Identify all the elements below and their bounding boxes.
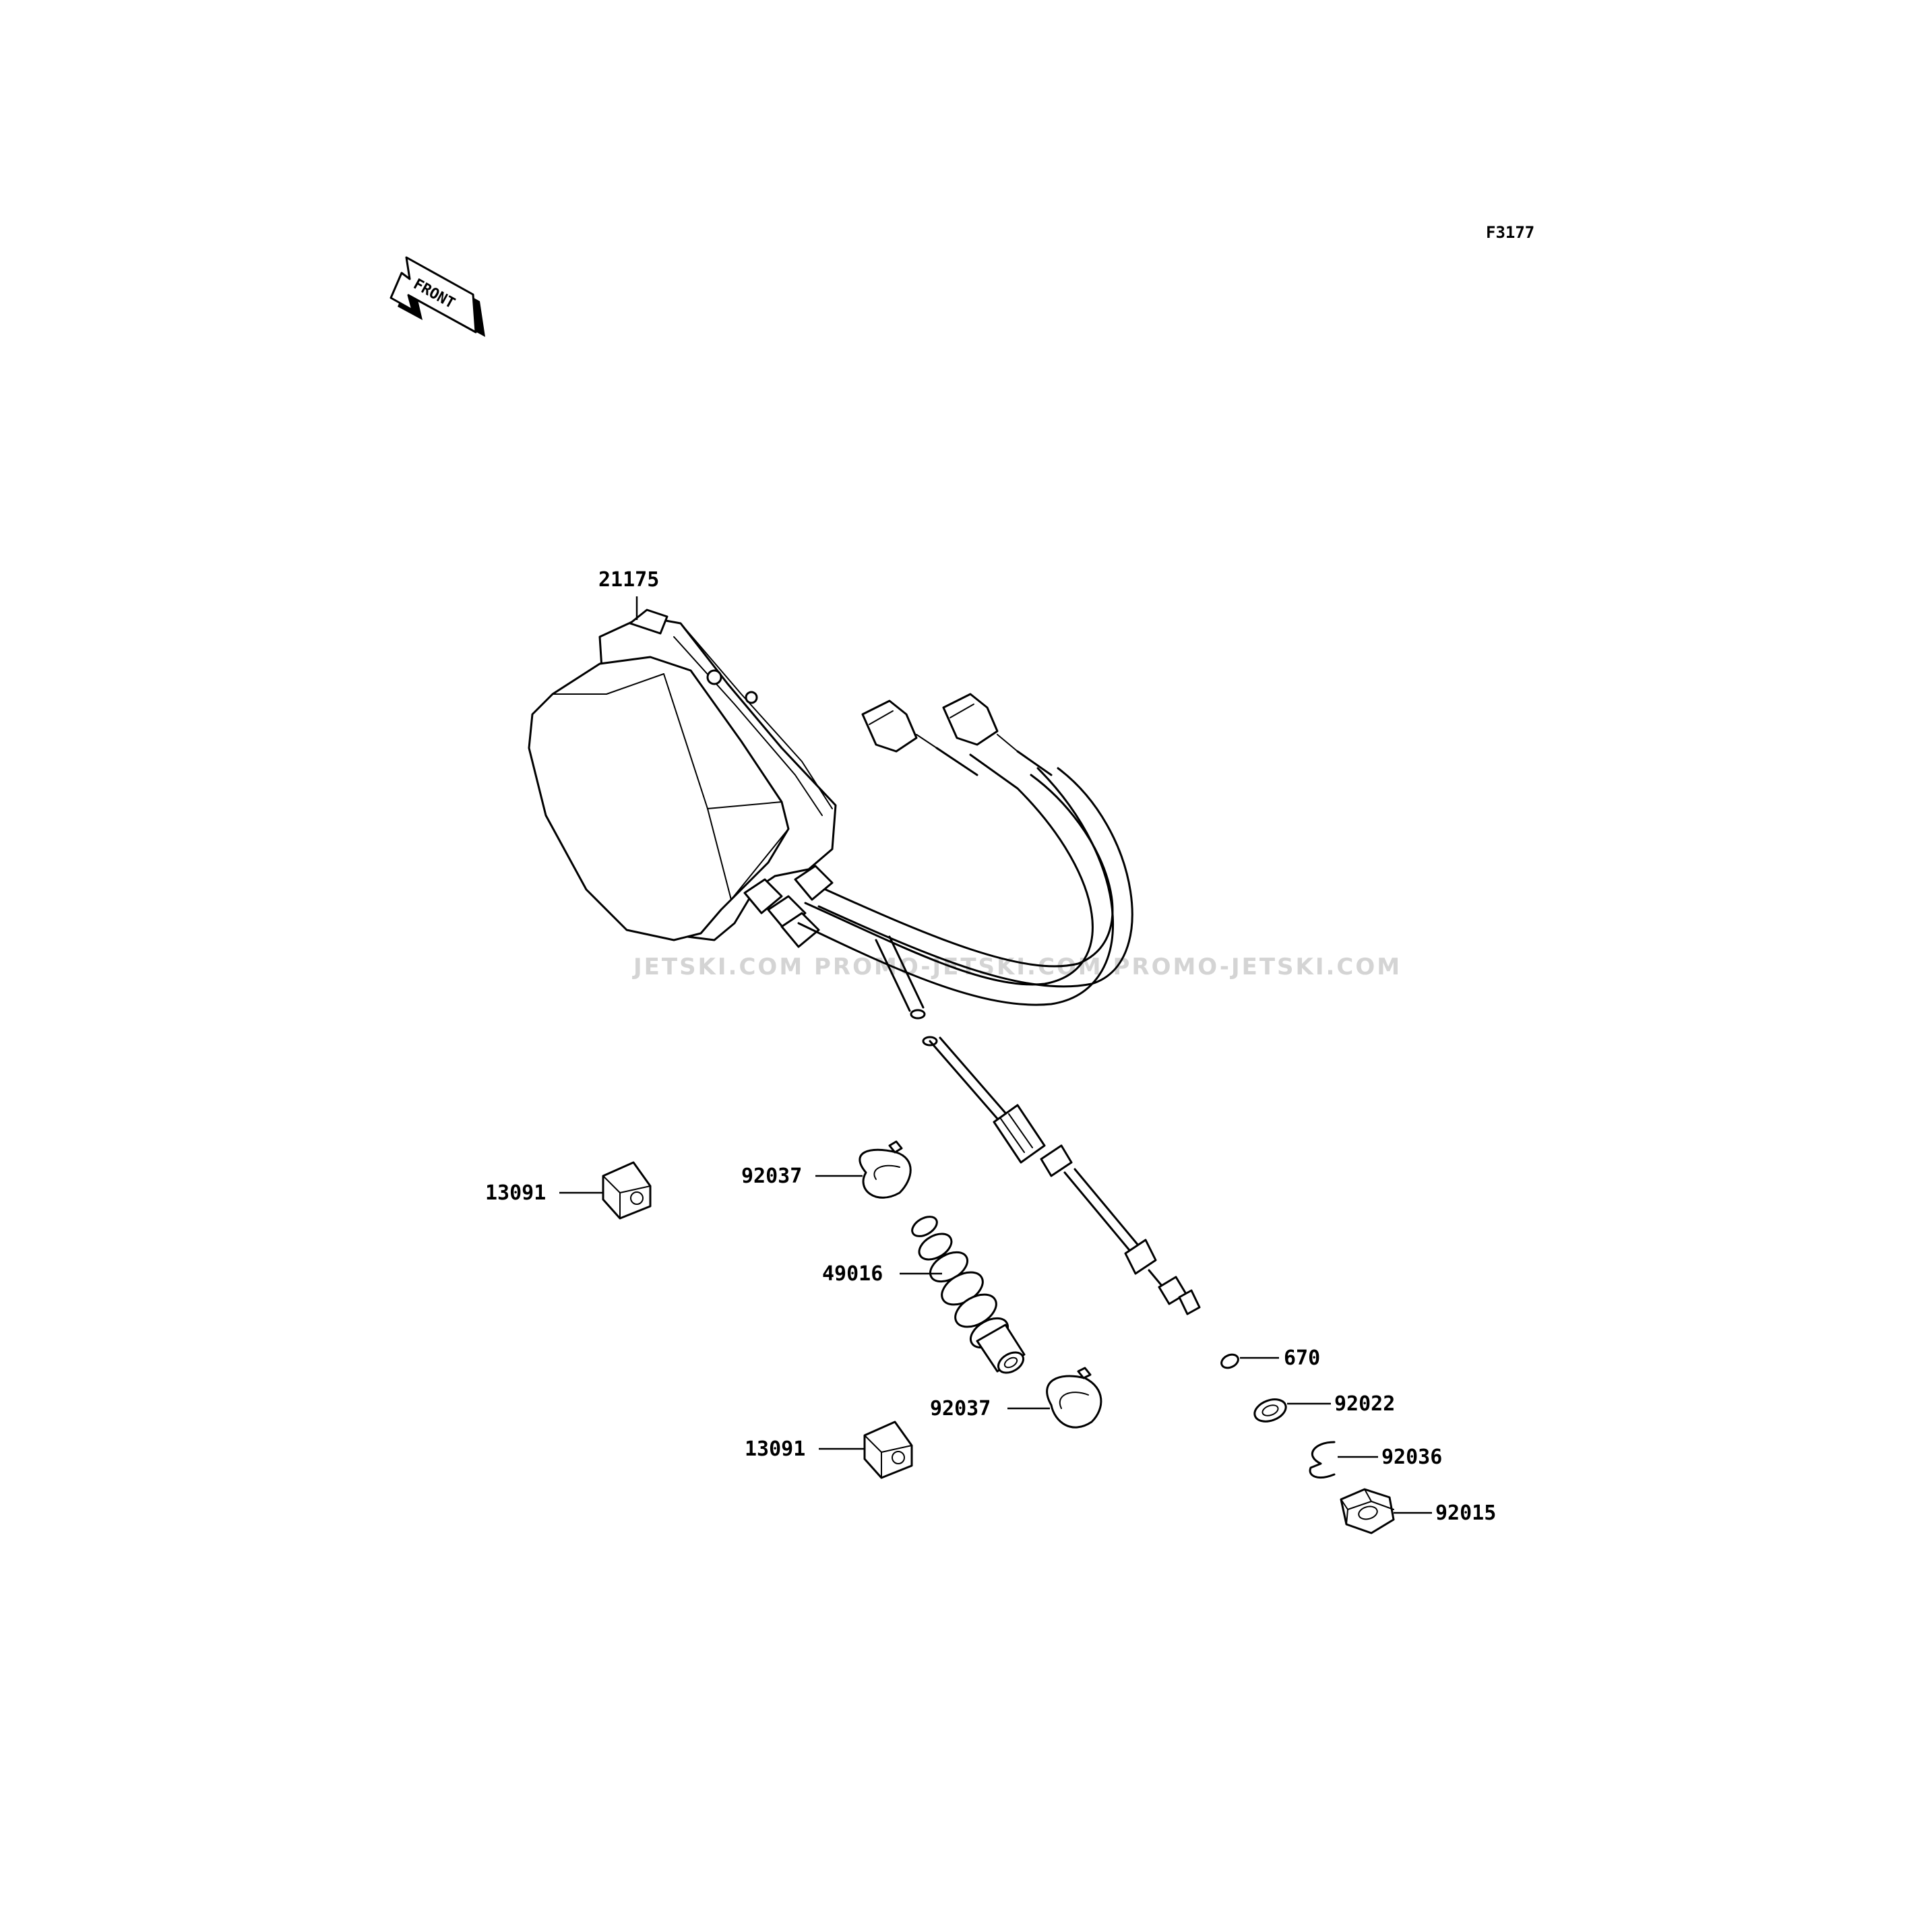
front-arrow-icon: FRONT [389,256,485,337]
watermark-text: JETSKI.COM PROMO-JETSKI.COM PROMO-JETSKI… [632,954,1402,980]
label-92022: 92022 [1334,1392,1395,1416]
o-ring-670 [1220,1353,1239,1369]
band-clamp-92037-upper [859,1140,912,1199]
wiring-harness [797,693,1133,1006]
rubber-boot-49016 [911,1216,1026,1374]
speedometer-cable [875,935,1201,1315]
clamp-block-13091-lower [863,1421,913,1479]
label-92036: 92036 [1381,1445,1442,1469]
label-92015: 92015 [1435,1501,1496,1525]
label-92037-lower: 92037 [930,1397,991,1421]
label-21175: 21175 [598,568,659,592]
label-92037-upper: 92037 [741,1164,802,1188]
circlip-92036 [1309,1441,1336,1478]
band-clamp-92037-lower [1046,1367,1102,1429]
label-670: 670 [1284,1346,1320,1370]
nut-92015 [1340,1488,1395,1534]
label-13091-upper: 13091 [485,1181,546,1205]
meter-unit-21175 [528,609,837,948]
diagram-code: F3177 [1486,223,1534,242]
label-49016: 49016 [822,1262,883,1286]
clamp-block-13091-upper [602,1161,652,1220]
label-13091-lower: 13091 [745,1437,805,1461]
washer-92022 [1253,1398,1287,1423]
